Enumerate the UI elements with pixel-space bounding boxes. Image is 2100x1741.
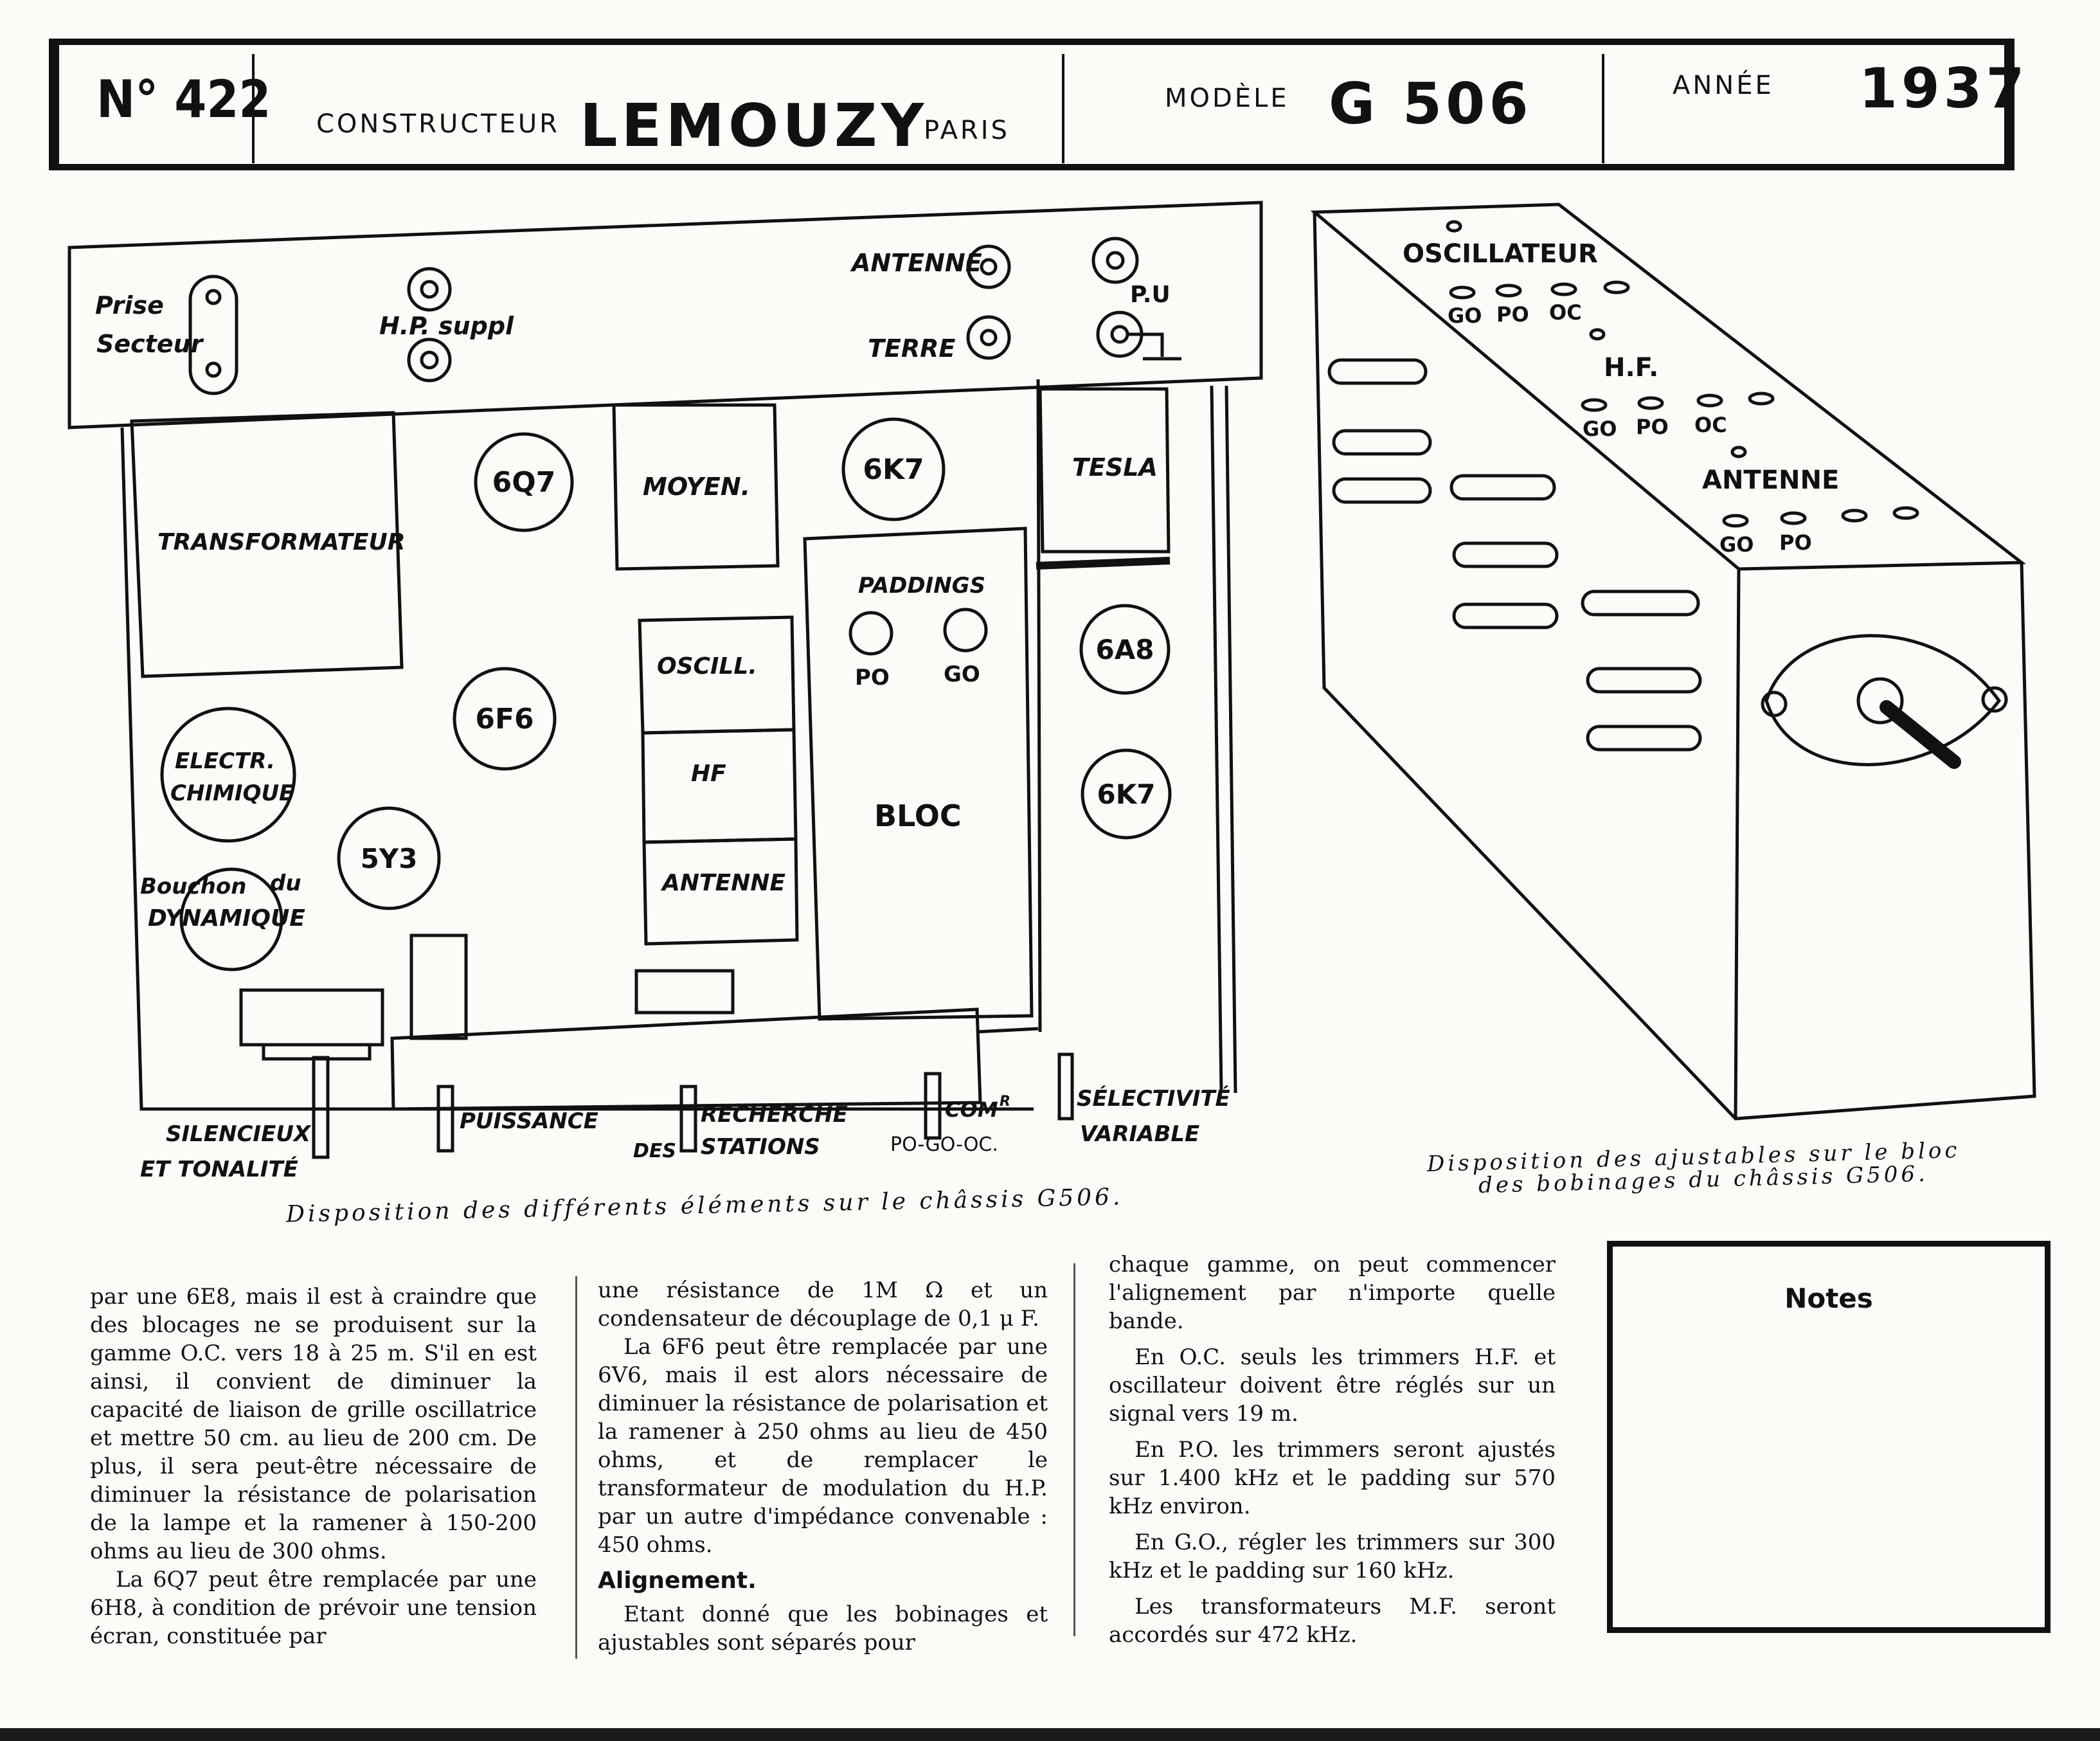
transformateur-label: TRANSFORMATEUR <box>157 529 405 555</box>
bloc-perspective-drawing <box>1310 203 2036 1121</box>
tonalite-label: ET TONALITÉ <box>140 1156 298 1182</box>
osc-go-label: GO <box>1448 303 1482 328</box>
chimique-label: CHIMIQUE <box>170 780 294 806</box>
prise-secteur-socket <box>188 275 238 395</box>
header-divider <box>252 54 255 163</box>
paragraph: La 6F6 peut être remplacée par une 6V6, … <box>598 1334 1048 1558</box>
po-go-oc-label: PO-GO-OC. <box>890 1133 998 1156</box>
moyen-label: MOYEN. <box>643 473 750 501</box>
stations-label: STATIONS <box>701 1134 820 1160</box>
com-superscript: R <box>1000 1094 1010 1110</box>
article-column-1: par une 6E8, mais il est à craindre que … <box>90 1283 537 1650</box>
bloc-label: BLOC <box>874 798 962 833</box>
paragraph: En O.C. seuls les trimmers H.F. et oscil… <box>1109 1344 1556 1427</box>
hf-po-label: PO <box>1636 415 1669 439</box>
selectivite-label: SÉLECTIVITÉ <box>1077 1085 1230 1112</box>
variable-label: VARIABLE <box>1080 1121 1199 1147</box>
bouchon-label: Bouchon <box>140 874 246 899</box>
paragraph: En P.O. les trimmers seront ajustés sur … <box>1109 1437 1556 1519</box>
paragraph: par une 6E8, mais il est à craindre que … <box>90 1284 537 1564</box>
ant-po-label: PO <box>1779 530 1812 555</box>
city-label: PARIS <box>924 116 1010 145</box>
hf-coil-label: HF <box>691 761 726 787</box>
prise-label: Prise <box>95 291 164 320</box>
model-name: G 506 <box>1329 71 1532 137</box>
bottom-scan-band <box>0 1728 2100 1741</box>
paddings-label: PADDINGS <box>858 573 985 599</box>
padding-po-label: PO <box>855 665 890 690</box>
paragraph: Etant donné que les bobinages et ajustab… <box>598 1601 1048 1655</box>
header-divider <box>1602 54 1604 163</box>
sheet-number: N° 422 <box>96 69 271 129</box>
hp-suppl-label: H.P. suppl <box>379 312 514 340</box>
pu-label: P.U <box>1130 282 1171 308</box>
year: 1937 <box>1859 57 2029 121</box>
chassis-diagram: Prise Secteur H.P. suppl ANTENNE TERRE P… <box>67 201 2036 1182</box>
tube-6a8: 6A8 <box>1096 634 1154 665</box>
column-divider <box>575 1276 577 1659</box>
tube-6f6: 6F6 <box>475 703 534 735</box>
paragraph: Les transformateurs M.F. seront accordés… <box>1109 1594 1556 1648</box>
rear-panel <box>67 201 1263 429</box>
tube-6k7-top: 6K7 <box>863 453 924 486</box>
ant-go-label: GO <box>1719 532 1754 557</box>
tube-6q7: 6Q7 <box>492 466 556 499</box>
antenne-coil-label: ANTENNE <box>660 870 785 896</box>
secteur-label: Secteur <box>96 330 204 358</box>
annee-label: ANNÉE <box>1673 71 1774 100</box>
hf-go-label: GO <box>1583 417 1617 441</box>
padding-go-label: GO <box>944 662 980 687</box>
hf-oc-label: OC <box>1694 413 1727 437</box>
paragraph: La 6Q7 peut être remplacée par une 6H8, … <box>90 1567 537 1649</box>
antenne-bloc-label: ANTENNE <box>1702 465 1839 495</box>
com-label: COM <box>945 1097 998 1122</box>
tesla-label: TESLA <box>1072 453 1158 482</box>
paragraph: chaque gamme, on peut commencer l'aligne… <box>1109 1252 1556 1334</box>
dynamique-label: DYNAMIQUE <box>148 905 305 932</box>
hf-bloc-label: H.F. <box>1604 353 1658 383</box>
osc-po-label: PO <box>1496 302 1529 327</box>
notes-title: Notes <box>1784 1283 1873 1314</box>
manufacturer-name: LEMOUZY <box>580 91 928 160</box>
header-banner: N° 422 CONSTRUCTEUR LEMOUZY PARIS MODÈLE… <box>49 39 2024 170</box>
header-divider <box>1062 54 1064 163</box>
modele-label: MODÈLE <box>1165 84 1289 113</box>
antenne-jack-label: ANTENNE <box>850 249 982 277</box>
paragraph: une résistance de 1M Ω et un condensateu… <box>598 1277 1048 1331</box>
electr-label: ELECTR. <box>175 748 275 774</box>
tube-5y3: 5Y3 <box>361 843 418 874</box>
du-label: du <box>270 870 301 896</box>
silencieux-label: SILENCIEUX <box>166 1121 312 1147</box>
column-divider <box>1073 1263 1075 1636</box>
article-column-2: une résistance de 1M Ω et un condensateu… <box>598 1276 1048 1657</box>
osc-oc-label: OC <box>1549 300 1582 325</box>
oscill-coil-label: OSCILL. <box>657 653 757 680</box>
notes-box: Notes <box>1607 1241 2051 1633</box>
des-label: DES <box>633 1140 676 1162</box>
tube-6k7-bottom: 6K7 <box>1097 779 1156 810</box>
constructeur-label: CONSTRUCTEUR <box>316 109 560 139</box>
article-column-3: chaque gamme, on peut commencer l'aligne… <box>1109 1250 1556 1649</box>
oscillateur-label: OSCILLATEUR <box>1403 239 1598 269</box>
alignement-heading: Alignement. <box>598 1567 757 1594</box>
recherche-label: RECHERCHE <box>701 1102 848 1128</box>
paragraph: En G.O., régler les trimmers sur 300 kHz… <box>1109 1529 1556 1583</box>
terre-jack-label: TERRE <box>868 334 955 363</box>
puissance-label: PUISSANCE <box>460 1108 598 1134</box>
